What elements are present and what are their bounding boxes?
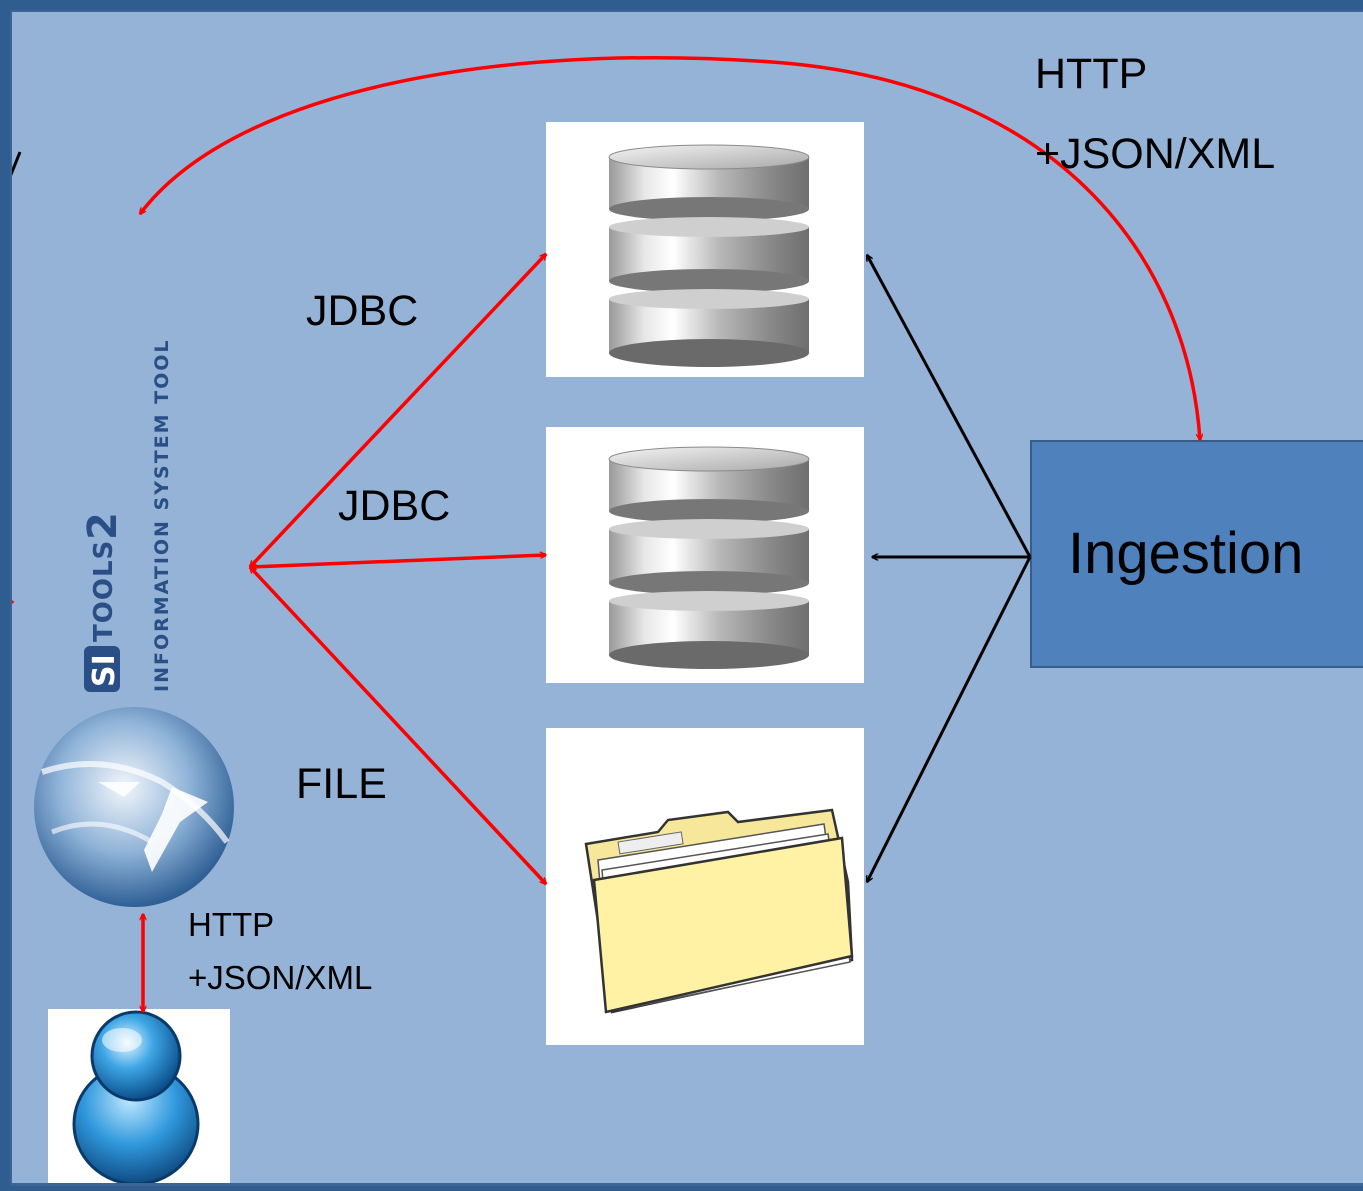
ingestion-label: Ingestion: [1068, 521, 1304, 586]
folder-icon: [584, 808, 854, 1014]
database-disk-top: [608, 144, 810, 221]
database-icon: [608, 446, 810, 669]
si-tools-logo: SI TOOLS 2 INFORMATION SYSTEM TOOL: [80, 338, 173, 692]
arrow-ingestion-folder: [865, 556, 1032, 882]
database-icon: [608, 144, 810, 367]
svg-text:INFORMATION SYSTEM TOOL: INFORMATION SYSTEM TOOL: [151, 338, 173, 692]
user-icon: [72, 1010, 200, 1183]
slash-glyph: [12, 151, 22, 177]
svg-text:TOOLS: TOOLS: [89, 540, 119, 642]
diagram-canvas: SI TOOLS 2 INFORMATION SYSTEM TOOL: [12, 55, 1363, 1183]
svg-text:2: 2: [80, 512, 126, 540]
arrow-ingestion-db-top: [865, 255, 1032, 558]
arrow-http-ingestion-to-logo: [138, 55, 1200, 440]
database-disk-bottom: [609, 289, 809, 367]
svg-text:SI: SI: [87, 654, 122, 687]
arrow-jdbc-top: [250, 254, 546, 567]
http-top-line1: HTTP: [1035, 50, 1148, 98]
http-bottom-line2: +JSON/XML: [188, 959, 373, 996]
arrow-jdbc-middle: [250, 555, 546, 567]
jdbc-top-label: JDBC: [306, 287, 419, 335]
http-top-line2: +JSON/XML: [1035, 130, 1276, 178]
file-label: FILE: [296, 760, 387, 808]
globe-icon: [34, 707, 234, 907]
slide: Ingestion: [10, 10, 1363, 1186]
http-bottom-line1: HTTP: [188, 906, 275, 943]
arrow-file: [250, 567, 546, 884]
database-disk-middle: [609, 217, 809, 293]
jdbc-middle-label: JDBC: [338, 482, 451, 530]
ingestion-box: [1030, 440, 1363, 668]
